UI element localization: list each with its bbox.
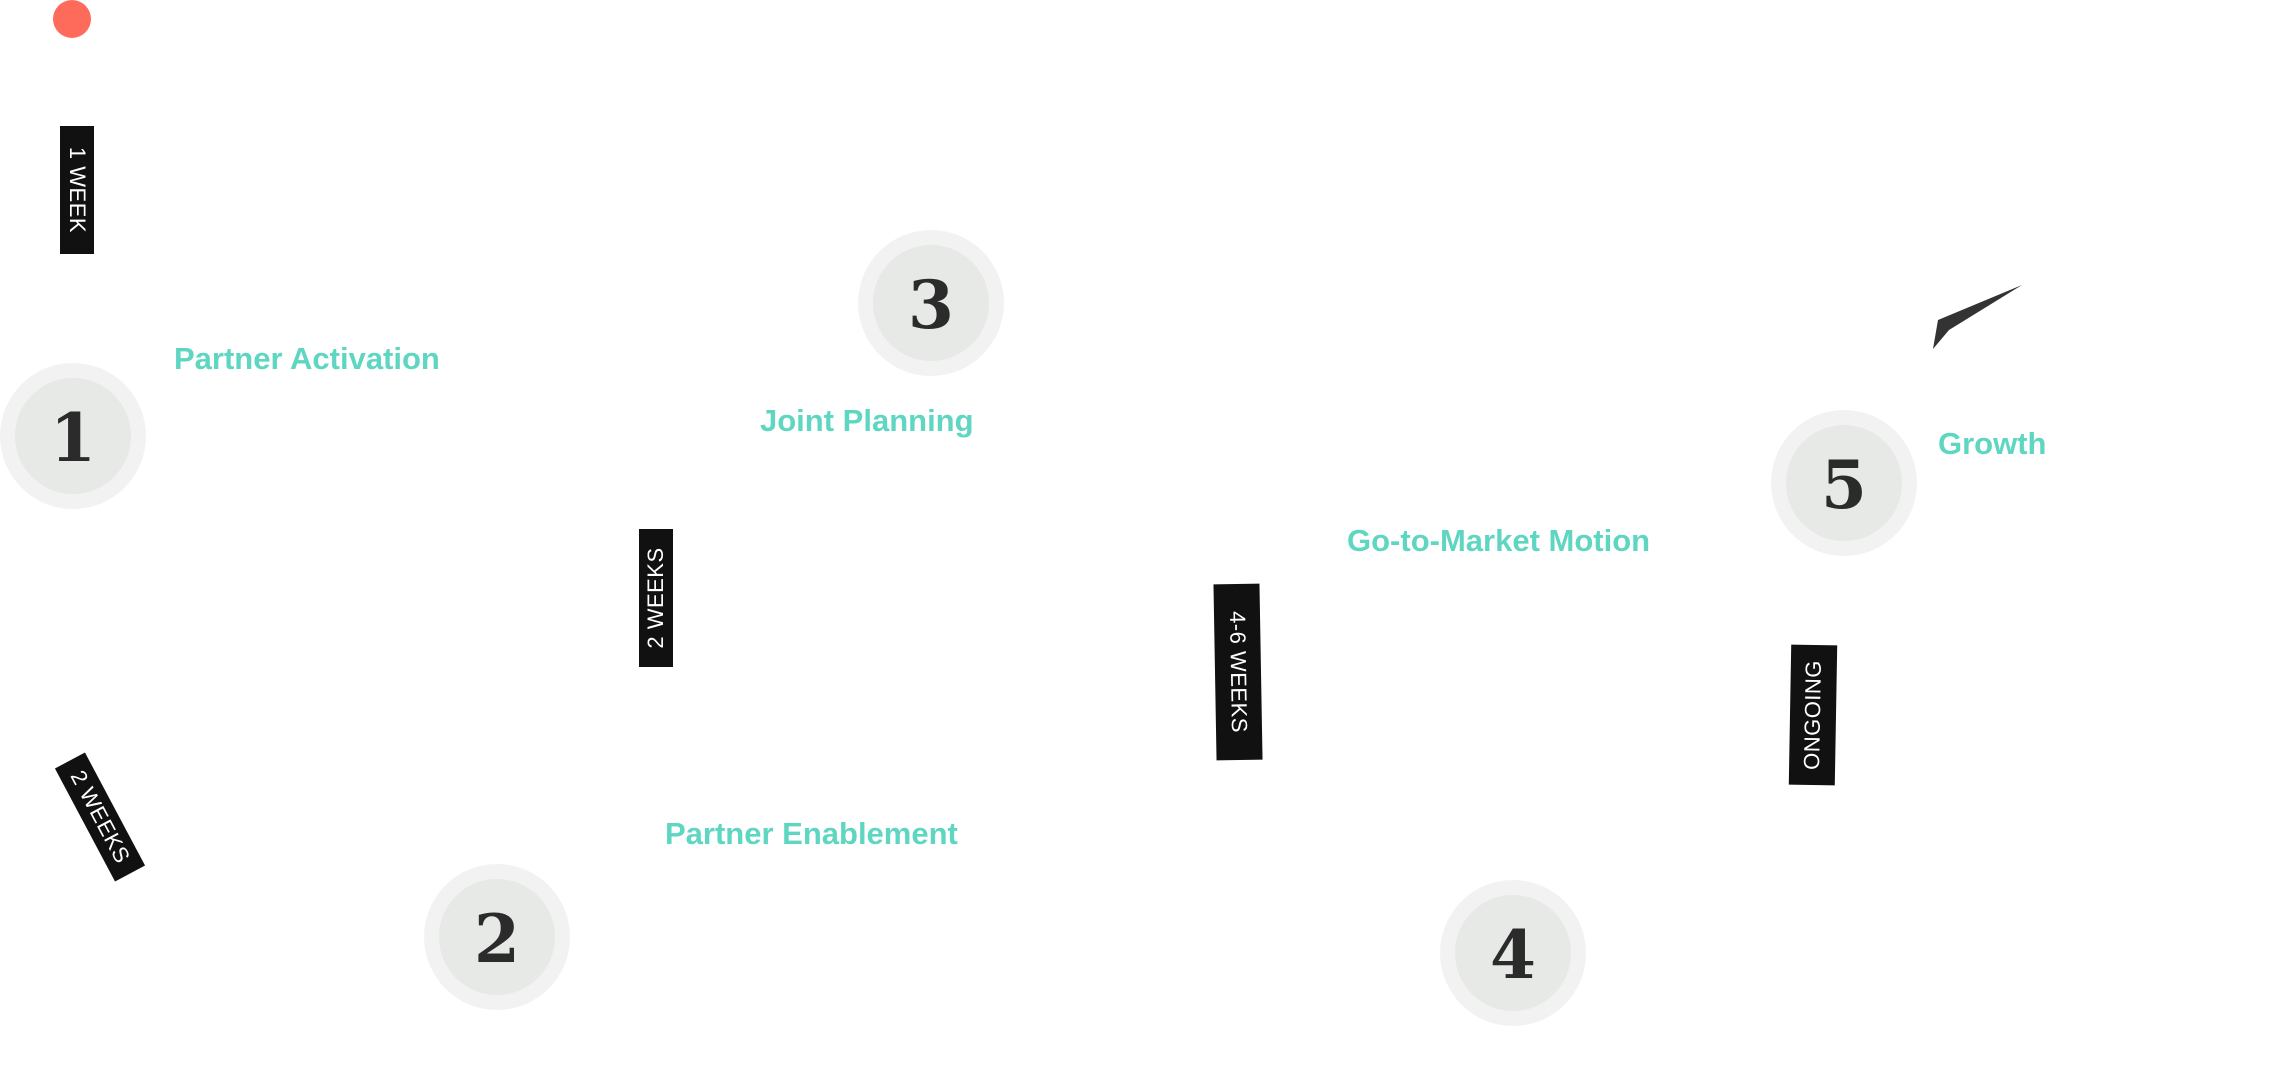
phase-title-1: Partner Activation [174,341,440,376]
phase-title-3: Joint Planning [760,403,974,438]
step-circle-1: 1 [0,363,146,509]
step-number: 4 [1490,916,1536,994]
step-circle-inner: 4 [1455,895,1571,1011]
start-dot-icon [53,0,91,38]
arrow-tip-icon [1933,285,2022,349]
step-circle-4: 4 [1440,880,1586,1026]
duration-tag-step-2: 2 WEEKS [54,752,146,882]
step-number: 1 [50,399,96,477]
duration-tag-step-4: 4-6 WEEKS [1213,583,1263,761]
phase-title-2: Partner Enablement [665,816,958,851]
duration-tag-step-3: 2 WEEKS [639,529,673,667]
step-circle-2: 2 [424,864,570,1010]
arrow-tip-shape [1933,285,2022,349]
duration-tag-step-5: ONGOING [1788,644,1838,786]
step-circle-inner: 3 [873,245,989,361]
step-number: 2 [474,900,520,978]
step-circle-inner: 2 [439,879,555,995]
duration-tag-step-1: 1 WEEK [60,126,94,254]
phase-title-4: Go-to-Market Motion [1347,523,1651,558]
phase-title-5: Growth [1938,426,2047,461]
step-number: 3 [908,266,954,344]
step-number: 5 [1821,446,1867,524]
step-circle-5: 5 [1771,410,1917,556]
step-circle-inner: 1 [15,378,131,494]
step-circle-inner: 5 [1786,425,1902,541]
step-circle-3: 3 [858,230,1004,376]
